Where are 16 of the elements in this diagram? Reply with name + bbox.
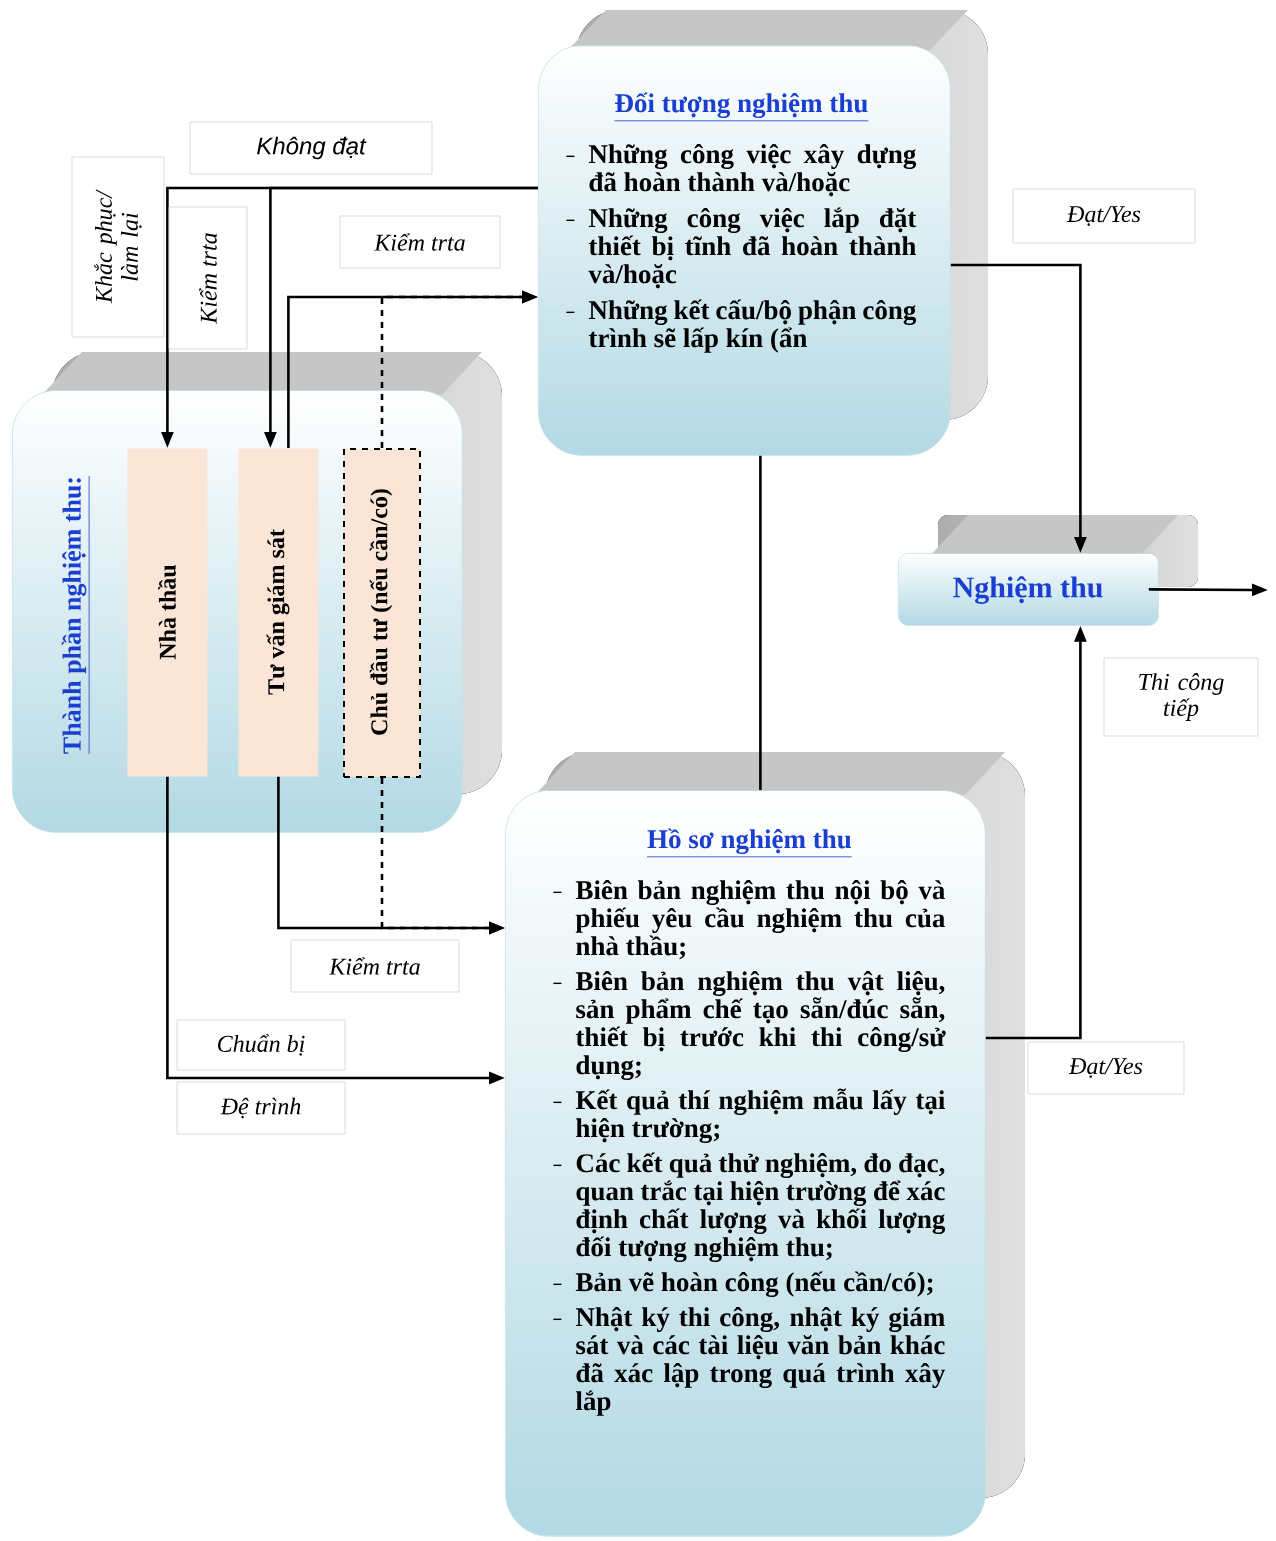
role-box: Nhà thầu — [127, 448, 208, 777]
text-label: Kiểm trta — [168, 206, 248, 350]
process-box: Nghiệm thu — [898, 515, 1198, 626]
document-box: Đối tượng nghiệm thu Những công việc xây dựng đã hoàn thành và/hoặc Những công việc lắp đặt thiết bị tĩnh đã hoàn thành và/hoặc Những kết cấu/bộ phận công trình sẽ lấp kín (ẩn — [538, 10, 988, 456]
text-label: Đệ trình — [176, 1081, 346, 1135]
text-label: Không đạt — [189, 121, 433, 175]
document-box: Hồ sơ nghiệm thu Biên bản nghiệm thu nội bộ và phiếu yêu cầu nghiệm thu của nhà thầu; Biên bản nghiệm thu vật liệu, sản phẩm chế tạo sẵn/đúc sẵn, thiết bị trước khi thi công/sử dụng; Kết quả thí nghiệm mẫu lấy tại hiện trường; Các kết quả thử nghiệm, đo đạc, quan trắc tại hiện trường để xác định chất lượng và khối lượng đối tượng nghiệm thu; Bản vẽ hoàn công (nếu cần/có); Nhật ký thi công, nhật ký giám sát và các tài liệu văn bản khác đã xác lập trong quá trình xây lắp — [505, 752, 1025, 1537]
edge-label: Đạt/Yes — [1012, 188, 1196, 244]
edge-label: Kiểm trta — [339, 215, 501, 269]
edge-label: Đạt/Yes — [1027, 1041, 1185, 1095]
edge-label: Chuẩn bị — [176, 1019, 346, 1071]
text-label: Khắc phục/ làm lại — [71, 156, 165, 338]
edge-label: Kiểm trta — [290, 939, 460, 993]
role-box: Tư vấn giám sát — [238, 448, 319, 777]
edge-label: Thi công tiếp — [1103, 657, 1259, 737]
role-box: Chủ đầu tư (nếu cần/có) — [343, 448, 421, 778]
